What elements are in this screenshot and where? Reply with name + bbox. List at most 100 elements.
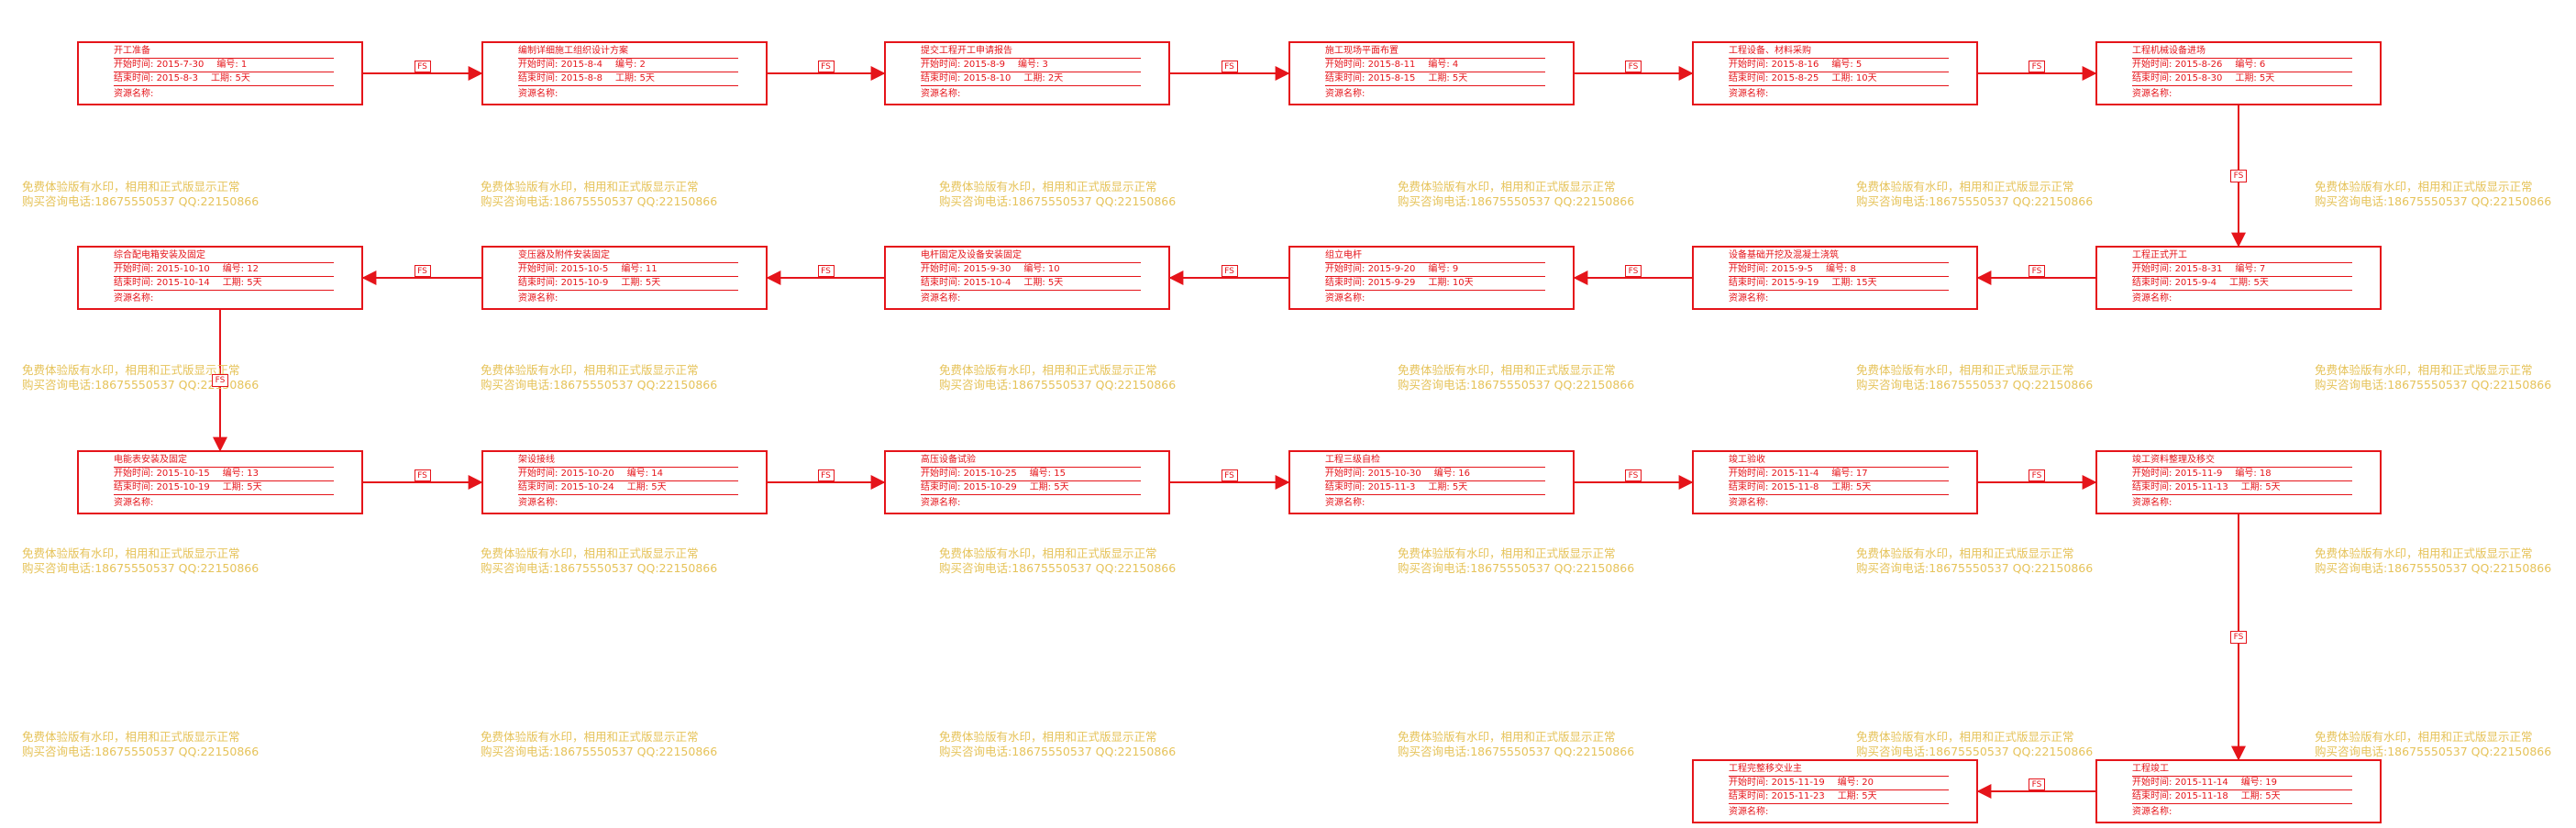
watermark-line-1: 免费体验版有水印，相用和正式版显示正常 bbox=[2315, 180, 2533, 193]
id-label: 编号: bbox=[1433, 469, 1456, 479]
watermark-line-1: 免费体验版有水印，相用和正式版显示正常 bbox=[939, 546, 1157, 560]
end-value: 2015-10-4 bbox=[963, 278, 1012, 288]
task-name-row: 变压器及附件安装固定 bbox=[518, 249, 738, 263]
start-value: 2015-11-19 bbox=[1771, 778, 1825, 788]
link-type-label: FS bbox=[1221, 265, 1238, 277]
duration-label: 工期: bbox=[222, 482, 245, 492]
duration-value: 5天 bbox=[639, 73, 655, 83]
watermark-line-2: 购买咨询电话:18675550537 QQ:22150866 bbox=[1398, 378, 1635, 392]
divider-line bbox=[921, 276, 1141, 277]
watermark-text: 免费体验版有水印，相用和正式版显示正常购买咨询电话:18675550537 QQ… bbox=[481, 730, 717, 759]
divider-line bbox=[518, 276, 738, 277]
watermark-text: 免费体验版有水印，相用和正式版显示正常购买咨询电话:18675550537 QQ… bbox=[2315, 363, 2551, 392]
end-label: 结束时间: bbox=[1729, 791, 1769, 801]
divider-line bbox=[2132, 803, 2352, 804]
watermark-line-2: 购买咨询电话:18675550537 QQ:22150866 bbox=[1856, 561, 2094, 575]
end-label: 结束时间: bbox=[114, 73, 154, 83]
start-label: 开始时间: bbox=[1729, 778, 1769, 788]
link-type-label: FS bbox=[1221, 469, 1238, 481]
watermark-text: 免费体验版有水印，相用和正式版显示正常购买咨询电话:18675550537 QQ… bbox=[1856, 730, 2093, 759]
watermark-text: 免费体验版有水印，相用和正式版显示正常购买咨询电话:18675550537 QQ… bbox=[1398, 730, 1634, 759]
watermark-text: 免费体验版有水印，相用和正式版显示正常购买咨询电话:18675550537 QQ… bbox=[1856, 180, 2093, 209]
duration-label: 工期: bbox=[621, 278, 643, 288]
watermark-line-2: 购买咨询电话:18675550537 QQ:22150866 bbox=[1398, 194, 1635, 208]
task-name: 开工准备 bbox=[114, 46, 150, 56]
duration-label: 工期: bbox=[2228, 278, 2251, 288]
id-value: 8 bbox=[1850, 264, 1856, 274]
id-label: 编号: bbox=[1831, 469, 1853, 479]
watermark-text: 免费体验版有水印，相用和正式版显示正常购买咨询电话:18675550537 QQ… bbox=[939, 363, 1176, 392]
duration-label: 工期: bbox=[614, 73, 637, 83]
watermark-line-1: 免费体验版有水印，相用和正式版显示正常 bbox=[1398, 546, 1616, 560]
divider-line bbox=[2132, 789, 2352, 790]
duration-value: 5天 bbox=[1855, 482, 1872, 492]
end-label: 结束时间: bbox=[114, 278, 154, 288]
duration-label: 工期: bbox=[210, 73, 233, 83]
task-name-row: 设备基础开挖及混凝土浇筑 bbox=[1729, 249, 1949, 263]
start-label: 开始时间: bbox=[114, 60, 154, 70]
task-name: 工程设备、材料采购 bbox=[1729, 46, 1811, 56]
duration-value: 5天 bbox=[2265, 482, 2281, 492]
watermark-line-2: 购买咨询电话:18675550537 QQ:22150866 bbox=[481, 378, 718, 392]
id-label: 编号: bbox=[621, 264, 643, 274]
duration-value: 5天 bbox=[645, 278, 661, 288]
divider-line bbox=[114, 290, 334, 291]
task-name: 工程正式开工 bbox=[2132, 250, 2187, 260]
id-value: 11 bbox=[645, 264, 658, 274]
start-value: 2015-9-20 bbox=[1367, 264, 1416, 274]
start-value: 2015-7-30 bbox=[156, 60, 205, 70]
resource-label: 资源名称: bbox=[2132, 807, 2172, 817]
divider-line bbox=[1325, 58, 1545, 59]
watermark-line-2: 购买咨询电话:18675550537 QQ:22150866 bbox=[2315, 378, 2552, 392]
duration-label: 工期: bbox=[1023, 278, 1045, 288]
start-value: 2015-9-30 bbox=[963, 264, 1012, 274]
task-name-row: 竣工验收 bbox=[1729, 454, 1949, 468]
watermark-line-2: 购买咨询电话:18675550537 QQ:22150866 bbox=[481, 745, 718, 758]
resource-label: 资源名称: bbox=[921, 498, 961, 508]
divider-line bbox=[518, 290, 738, 291]
divider-line bbox=[2132, 776, 2352, 777]
end-label: 结束时间: bbox=[921, 73, 961, 83]
resource-label: 资源名称: bbox=[114, 89, 154, 99]
watermark-line-1: 免费体验版有水印，相用和正式版显示正常 bbox=[2315, 730, 2533, 744]
watermark-line-1: 免费体验版有水印，相用和正式版显示正常 bbox=[481, 363, 699, 377]
watermark-text: 免费体验版有水印，相用和正式版显示正常购买咨询电话:18675550537 QQ… bbox=[939, 180, 1176, 209]
task-resource-row: 资源名称: bbox=[1729, 497, 1949, 511]
watermark-text: 免费体验版有水印，相用和正式版显示正常购买咨询电话:18675550537 QQ… bbox=[2315, 180, 2551, 209]
id-label: 编号: bbox=[2235, 469, 2257, 479]
start-label: 开始时间: bbox=[1325, 60, 1365, 70]
task-resource-row: 资源名称: bbox=[1325, 88, 1545, 102]
divider-line bbox=[114, 85, 334, 86]
